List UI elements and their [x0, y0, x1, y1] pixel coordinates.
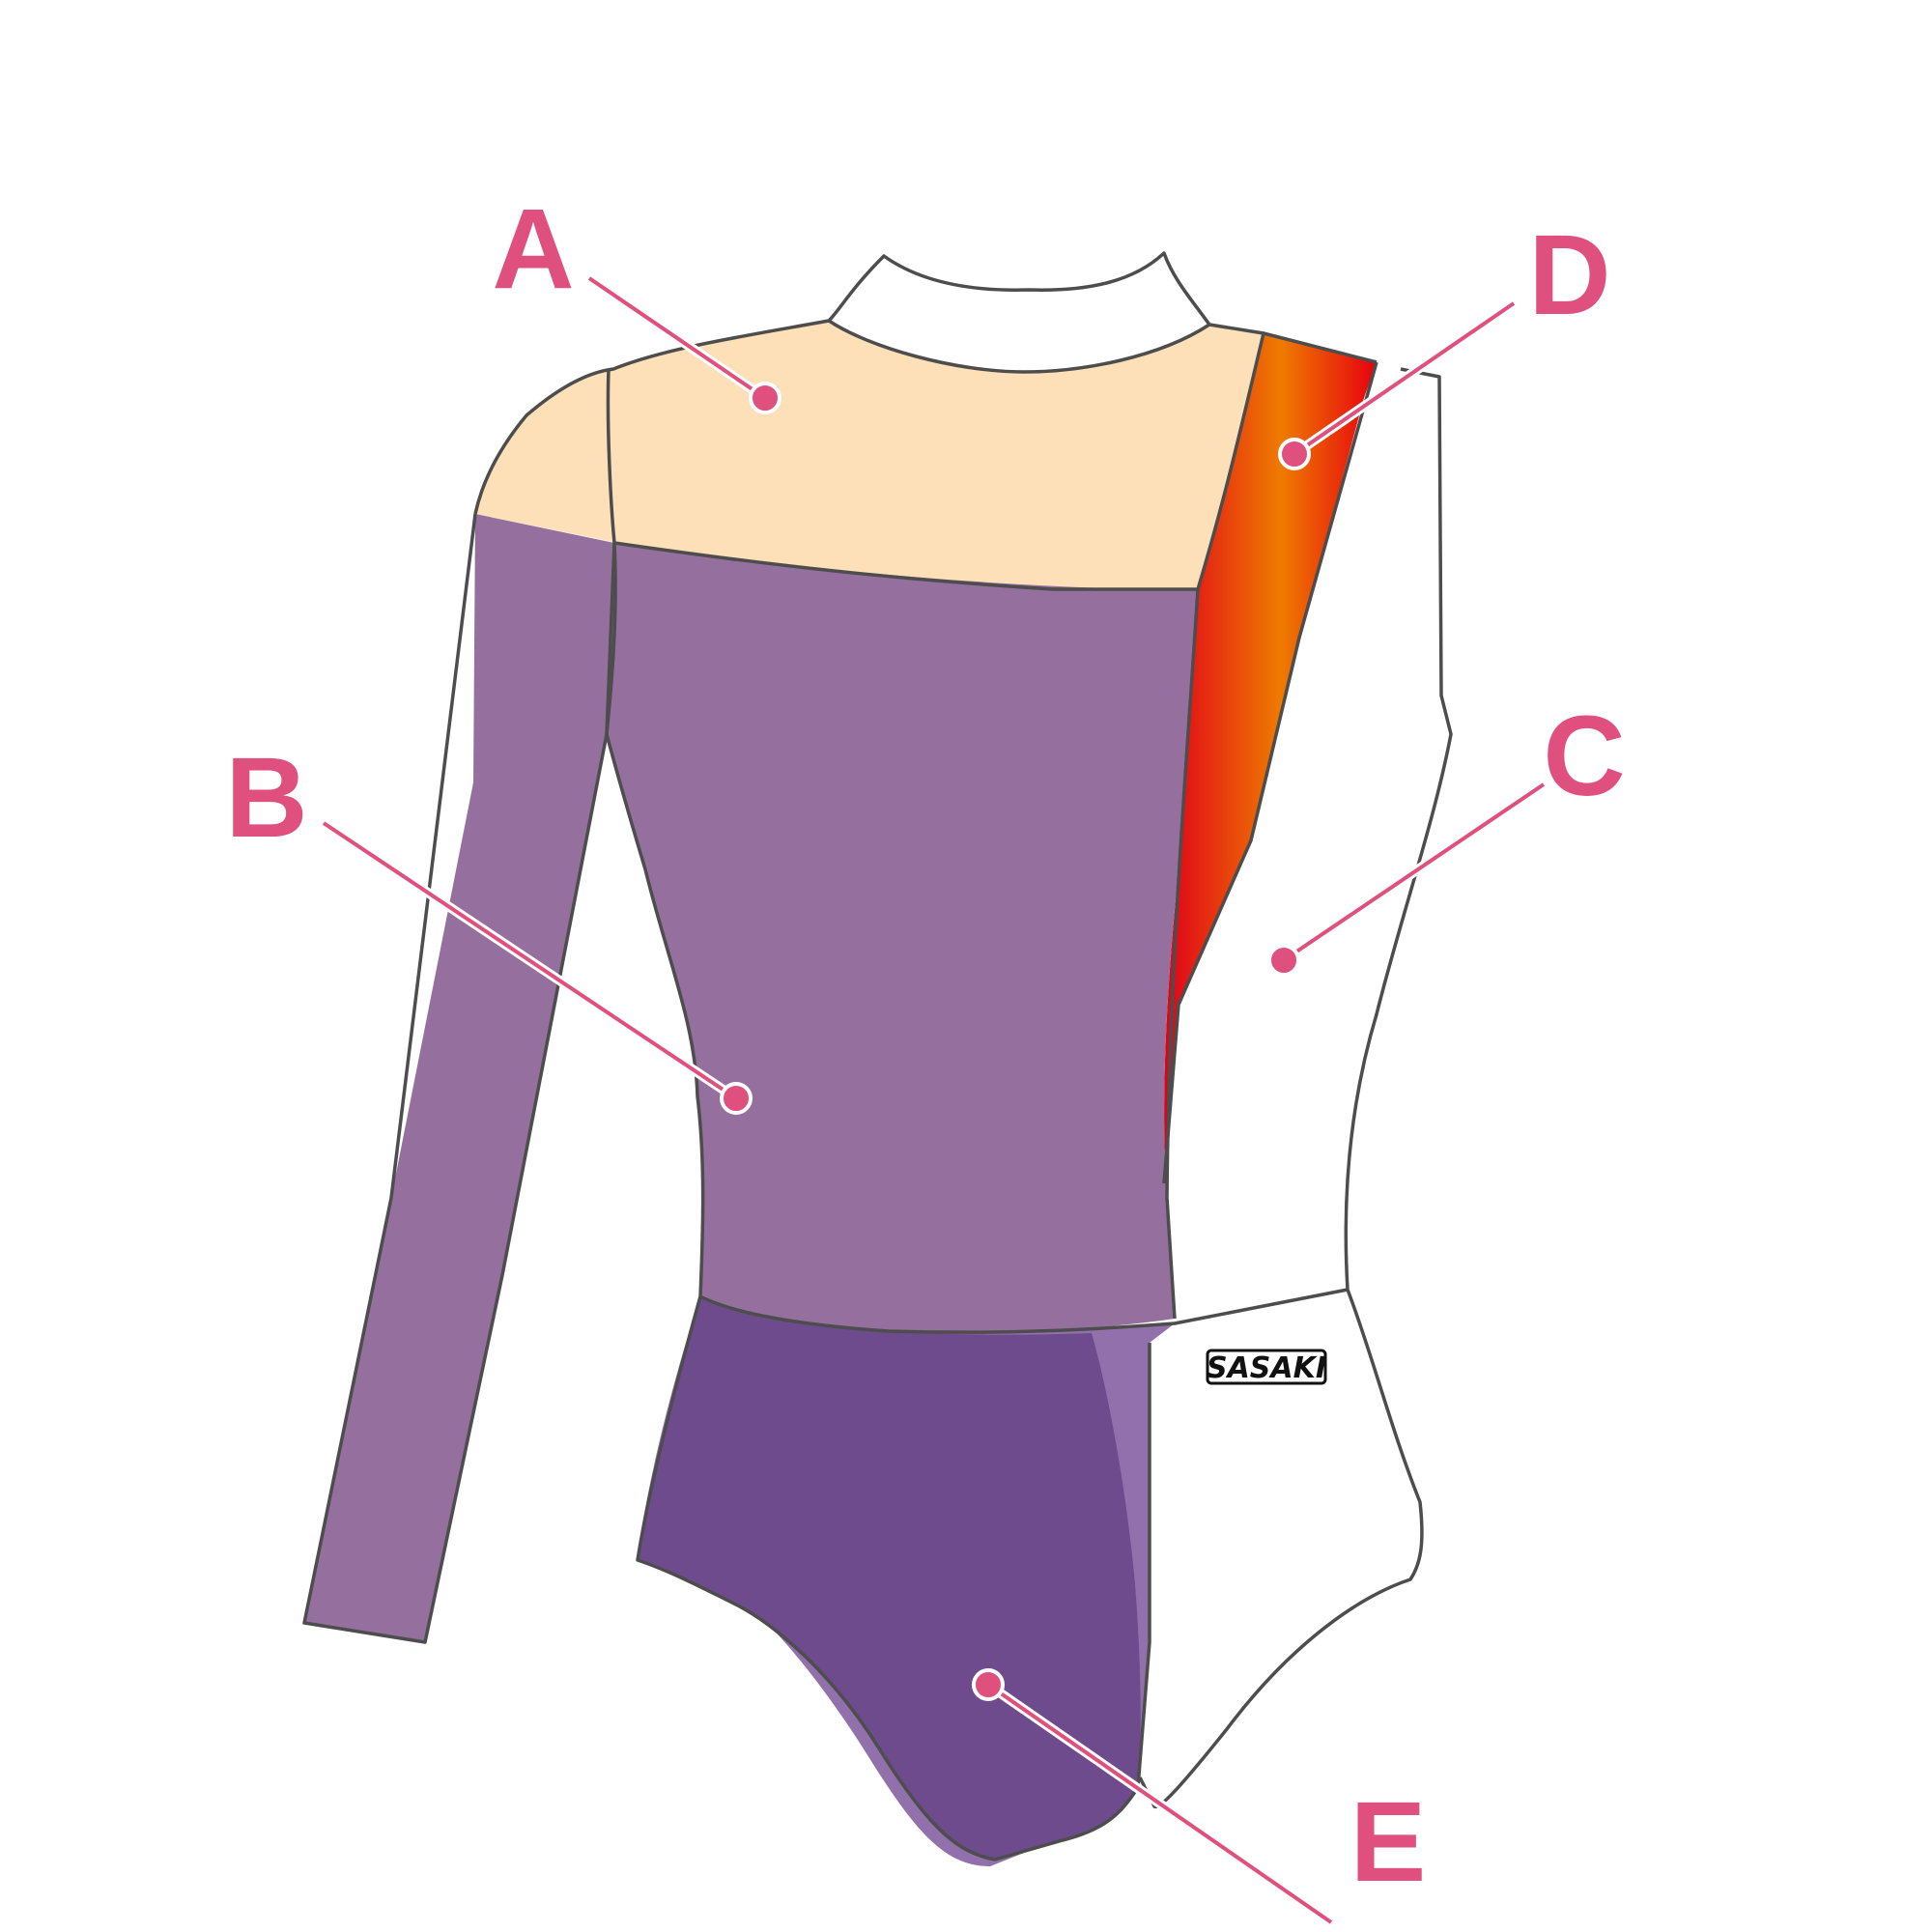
sleeve-outline — [302, 513, 616, 1644]
region-b-label: B — [225, 734, 307, 862]
region-c-panel — [1140, 367, 1451, 1807]
region-b-sleeve — [304, 514, 614, 1642]
region-c-label: C — [1543, 693, 1625, 820]
region-e-panel — [638, 1296, 1141, 1860]
callout-a-dot — [749, 382, 781, 414]
callout-d: D — [1278, 212, 1611, 470]
leg-opening-outline — [636, 1295, 1151, 1861]
leotard — [302, 251, 1453, 1866]
brand-logo: SASAKI — [1206, 1349, 1327, 1385]
torso-side-outline — [605, 733, 705, 1297]
stripe-right-edge — [1162, 361, 1378, 1184]
region-d-label: D — [1528, 212, 1610, 339]
stripe-left-edge — [1165, 332, 1265, 1320]
callout-c-dot — [1267, 944, 1300, 977]
region-e-label: E — [1350, 1778, 1427, 1906]
waist-seam — [699, 1288, 1349, 1334]
region-b-torso — [607, 543, 1198, 1333]
region-a-label: A — [492, 185, 574, 313]
callout-d-dot — [1278, 438, 1311, 470]
callout-b-dot — [720, 1082, 753, 1115]
callout-e: E — [972, 1668, 1427, 1927]
region-a-panel — [475, 321, 1264, 590]
brand-logo-text: SASAKI — [1207, 1351, 1326, 1385]
callout-c: C — [1267, 693, 1626, 977]
neck-collar — [829, 253, 1209, 372]
region-d-panel — [1164, 333, 1377, 1198]
yoke-seam — [613, 541, 1198, 591]
callout-a: A — [492, 185, 781, 414]
garment-outline — [473, 251, 1453, 1809]
callout-b: B — [225, 734, 753, 1115]
callout-e-dot — [972, 1668, 1005, 1701]
neck-outline — [828, 319, 1210, 374]
